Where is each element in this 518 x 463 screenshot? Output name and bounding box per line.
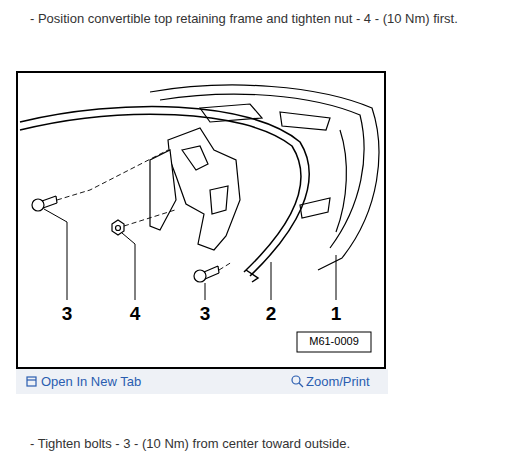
callout-number: 4 [130,303,141,326]
trunk-lid [150,85,379,270]
callout-number: 3 [62,303,73,326]
callout-number: 3 [200,303,211,326]
retaining-frame [150,128,240,250]
leader-lines [44,209,336,300]
toolbar-link: Open In New Tab [41,374,141,390]
fasteners [32,196,219,282]
figure-id-box [297,332,371,352]
figure-frame [17,72,385,368]
instruction-text: - Tighten bolts - 3 - (10 Nm) from cente… [30,436,350,452]
toolbar-link: Zoom/Print [306,374,370,390]
callout-number: 1 [331,303,342,326]
toolbar [16,369,388,394]
callout-number: 2 [266,303,277,326]
figure-id: M61-0009 [309,335,359,348]
seal [20,107,309,282]
assembly-lines [57,150,232,270]
instruction-text: - Position convertible top retaining fra… [30,11,458,27]
